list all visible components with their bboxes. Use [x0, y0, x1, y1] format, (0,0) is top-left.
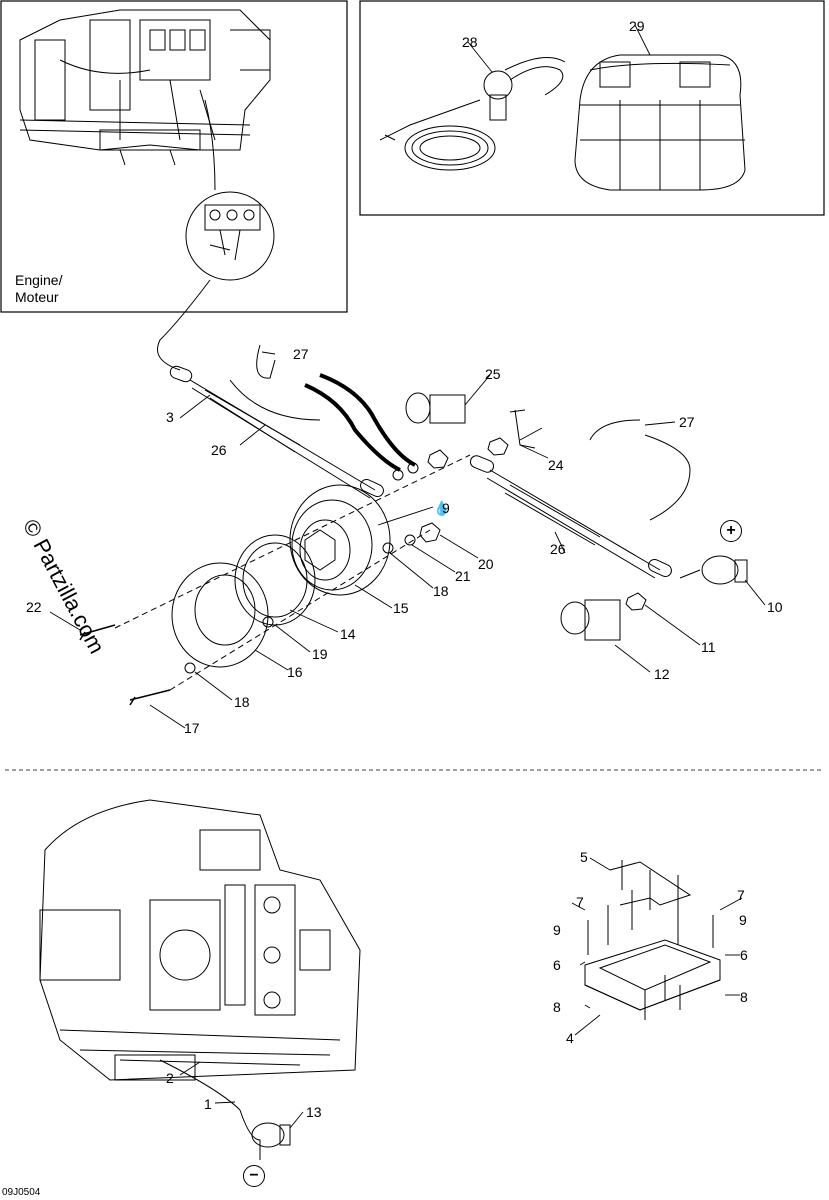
- callout-21: 21: [455, 568, 471, 584]
- callout-18: 18: [234, 694, 250, 710]
- callout-11: 11: [701, 639, 716, 655]
- callout-8: 8: [553, 999, 561, 1015]
- callout-27: 27: [293, 346, 309, 362]
- callout-9: 9: [553, 922, 561, 938]
- axis-line-lower: [169, 529, 431, 691]
- hub-15: [289, 484, 391, 596]
- cable-26-right: [469, 455, 672, 579]
- callout-3: 3: [166, 409, 174, 425]
- callout-2: 2: [166, 1070, 174, 1086]
- callout-26: 26: [550, 541, 566, 557]
- leader-lines: [49, 24, 766, 729]
- cable-26-left: [169, 365, 384, 499]
- nut-24: [487, 437, 509, 456]
- callout-15: 15: [393, 600, 409, 616]
- callout-9: 9: [442, 500, 450, 516]
- cable-lead: [157, 279, 211, 371]
- callout-8: 8: [740, 989, 748, 1005]
- elbow-24: [509, 409, 536, 449]
- callout-12: 12: [654, 666, 670, 682]
- callout-7: 7: [737, 887, 745, 903]
- callout-9: 9: [739, 912, 747, 928]
- detail-magnifier: [185, 191, 275, 281]
- callout-27: 27: [679, 414, 695, 430]
- lockwasher-21: [404, 534, 416, 546]
- callout-1: 1: [204, 1096, 212, 1112]
- figure-reference: 09J0504: [2, 1187, 41, 1198]
- engine-sketch-bottom: [39, 799, 361, 1111]
- callout-6: 6: [740, 947, 748, 963]
- callout-5: 5: [580, 849, 588, 865]
- callout-10: 10: [767, 599, 783, 615]
- strap-27-right: [589, 419, 691, 521]
- clamp-13: [251, 1122, 291, 1148]
- callout-4: 4: [566, 1030, 574, 1046]
- charger-sketch: [379, 57, 566, 171]
- washer-18-lower: [184, 662, 196, 674]
- callout-6: 6: [553, 957, 561, 973]
- clamp-10: [679, 555, 748, 585]
- callout-22: 22: [26, 599, 42, 615]
- callout-28: 28: [462, 34, 478, 50]
- bag-sketch: [574, 54, 746, 191]
- engine-inset-frame: [0, 0, 348, 313]
- callout-13: 13: [306, 1104, 322, 1120]
- axis-line-upper: [114, 454, 471, 629]
- bracket-5: [609, 861, 692, 906]
- terminal-cover-25: [405, 392, 466, 424]
- gasket-14: [234, 534, 316, 626]
- spacer-19: [262, 616, 274, 628]
- callout-25: 25: [485, 366, 501, 382]
- nut-20: [419, 522, 441, 543]
- engine-inset-caption: Engine/ Moteur: [15, 272, 63, 305]
- callout-20: 20: [478, 556, 494, 572]
- callout-18: 18: [433, 583, 449, 599]
- callout-29: 29: [629, 18, 645, 34]
- positive-terminal-icon: +: [720, 520, 742, 542]
- screw-22: [79, 624, 116, 641]
- strap-27-left: [229, 344, 321, 421]
- callout-17: 17: [184, 720, 200, 736]
- wire-black-2: [319, 373, 416, 467]
- nut-upper: [427, 449, 449, 469]
- callout-19: 19: [312, 646, 328, 662]
- flange-16: [171, 562, 269, 668]
- tray-bolts: [587, 860, 714, 1020]
- callout-24: 24: [548, 457, 564, 473]
- accessories-inset-frame: [359, 0, 825, 216]
- negative-terminal-icon: −: [243, 1165, 265, 1187]
- callout-7: 7: [576, 894, 584, 910]
- callout-16: 16: [287, 664, 303, 680]
- battery-tray-4: [584, 939, 721, 1011]
- callout-26: 26: [211, 442, 227, 458]
- engine-sketch-top: [19, 9, 275, 281]
- nut-11: [625, 592, 647, 611]
- washer-18-upper: [382, 542, 394, 554]
- ground-cable-1: [239, 1109, 261, 1160]
- drop-icon: 💧: [433, 500, 451, 516]
- terminal-cover-12: [560, 599, 621, 641]
- screw-17: [129, 689, 171, 706]
- callout-14: 14: [340, 626, 356, 642]
- wire-black-1: [304, 383, 401, 472]
